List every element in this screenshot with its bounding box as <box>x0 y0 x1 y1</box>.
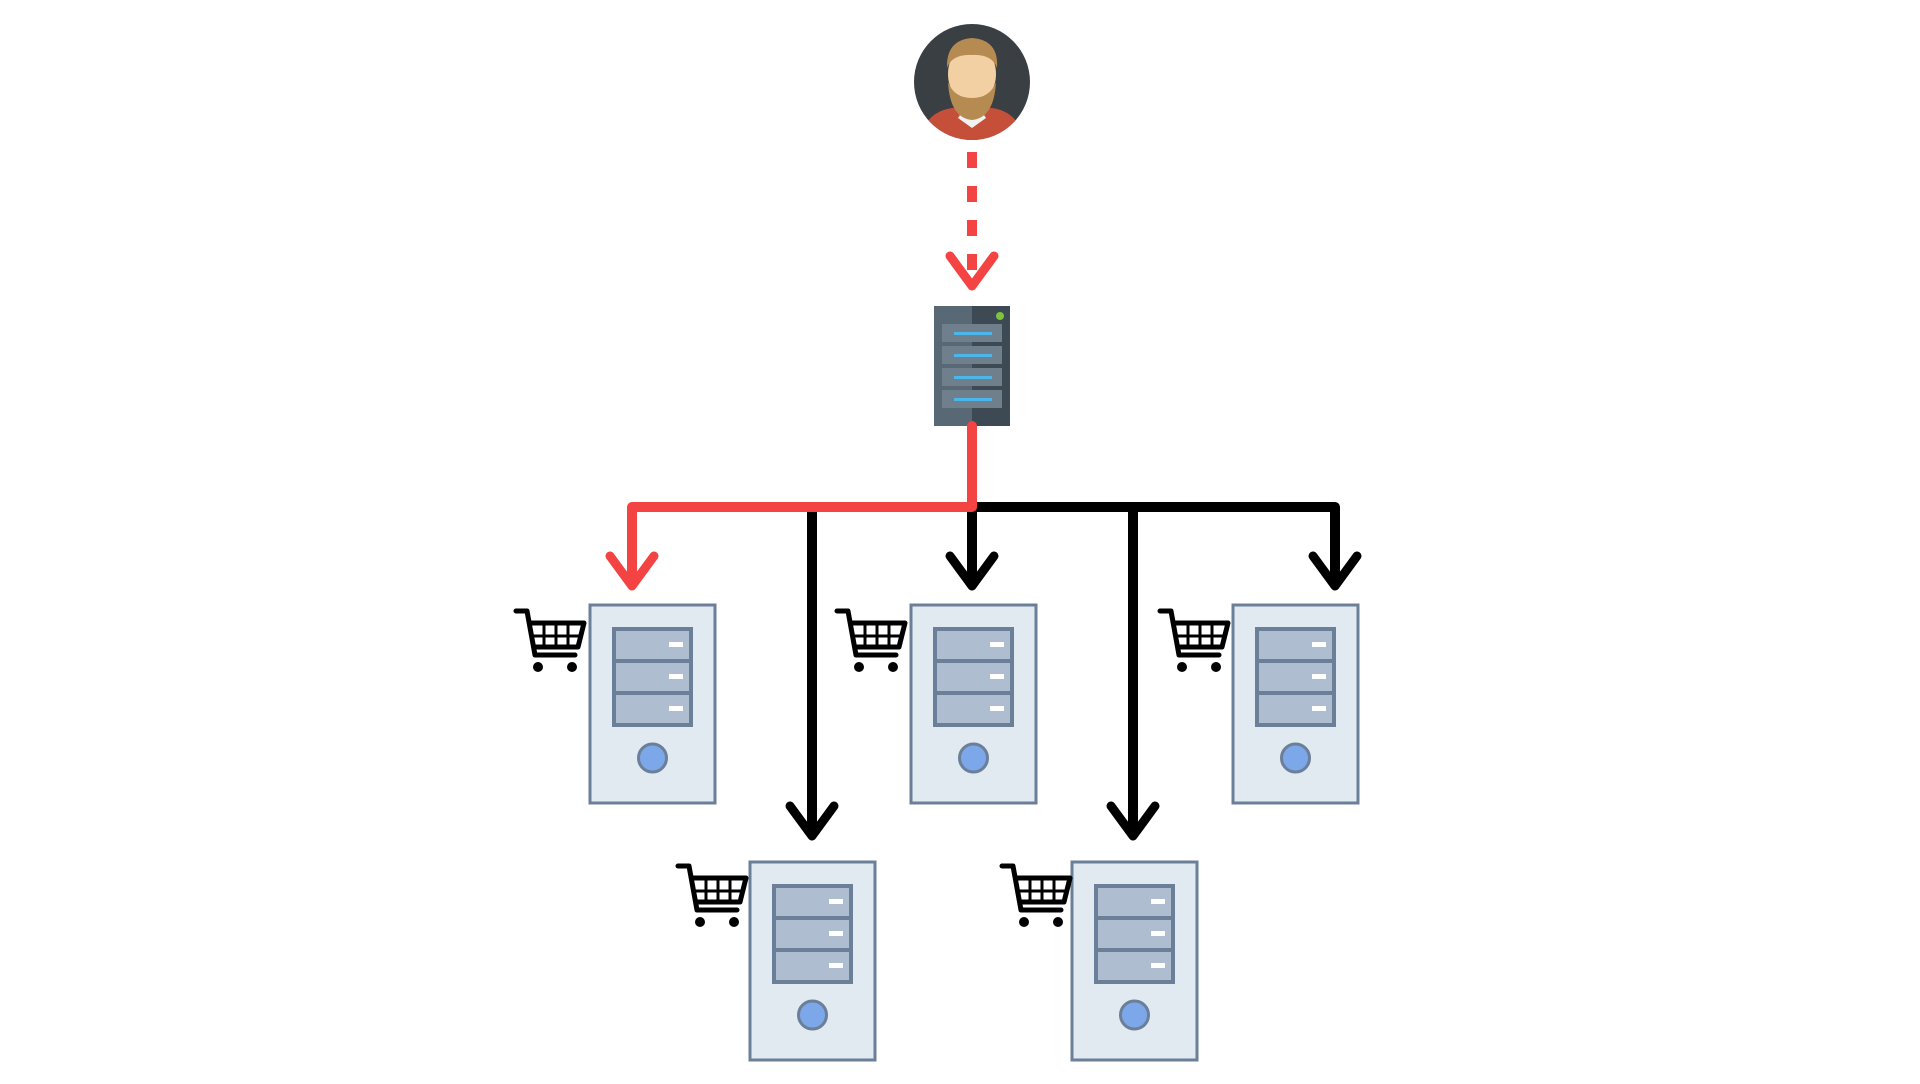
server-1-icon <box>588 603 717 805</box>
server-5-icon <box>1231 603 1360 805</box>
shopping-cart-icon <box>678 866 746 927</box>
arrow-to-server-1 <box>605 551 659 591</box>
server-3-icon <box>909 603 1038 805</box>
shopping-cart-icon <box>837 611 905 672</box>
server-2-icon <box>748 860 877 1062</box>
load-balancer-rack-icon <box>934 306 1010 426</box>
server-4-icon <box>1070 860 1199 1062</box>
arrow-to-server-5 <box>1308 551 1362 591</box>
arrow-to-server-3 <box>945 551 999 591</box>
user-avatar-icon <box>914 24 1030 140</box>
arrow-to-server-4 <box>1106 801 1160 841</box>
shopping-cart-icon <box>516 611 584 672</box>
shopping-cart-icon <box>1160 611 1228 672</box>
arrow-to-server-2 <box>785 801 839 841</box>
inactive-route-lines <box>807 502 1340 839</box>
user-to-balancer-connector <box>945 152 999 291</box>
active-route-line <box>627 421 977 590</box>
shopping-cart-icon <box>1002 866 1070 927</box>
